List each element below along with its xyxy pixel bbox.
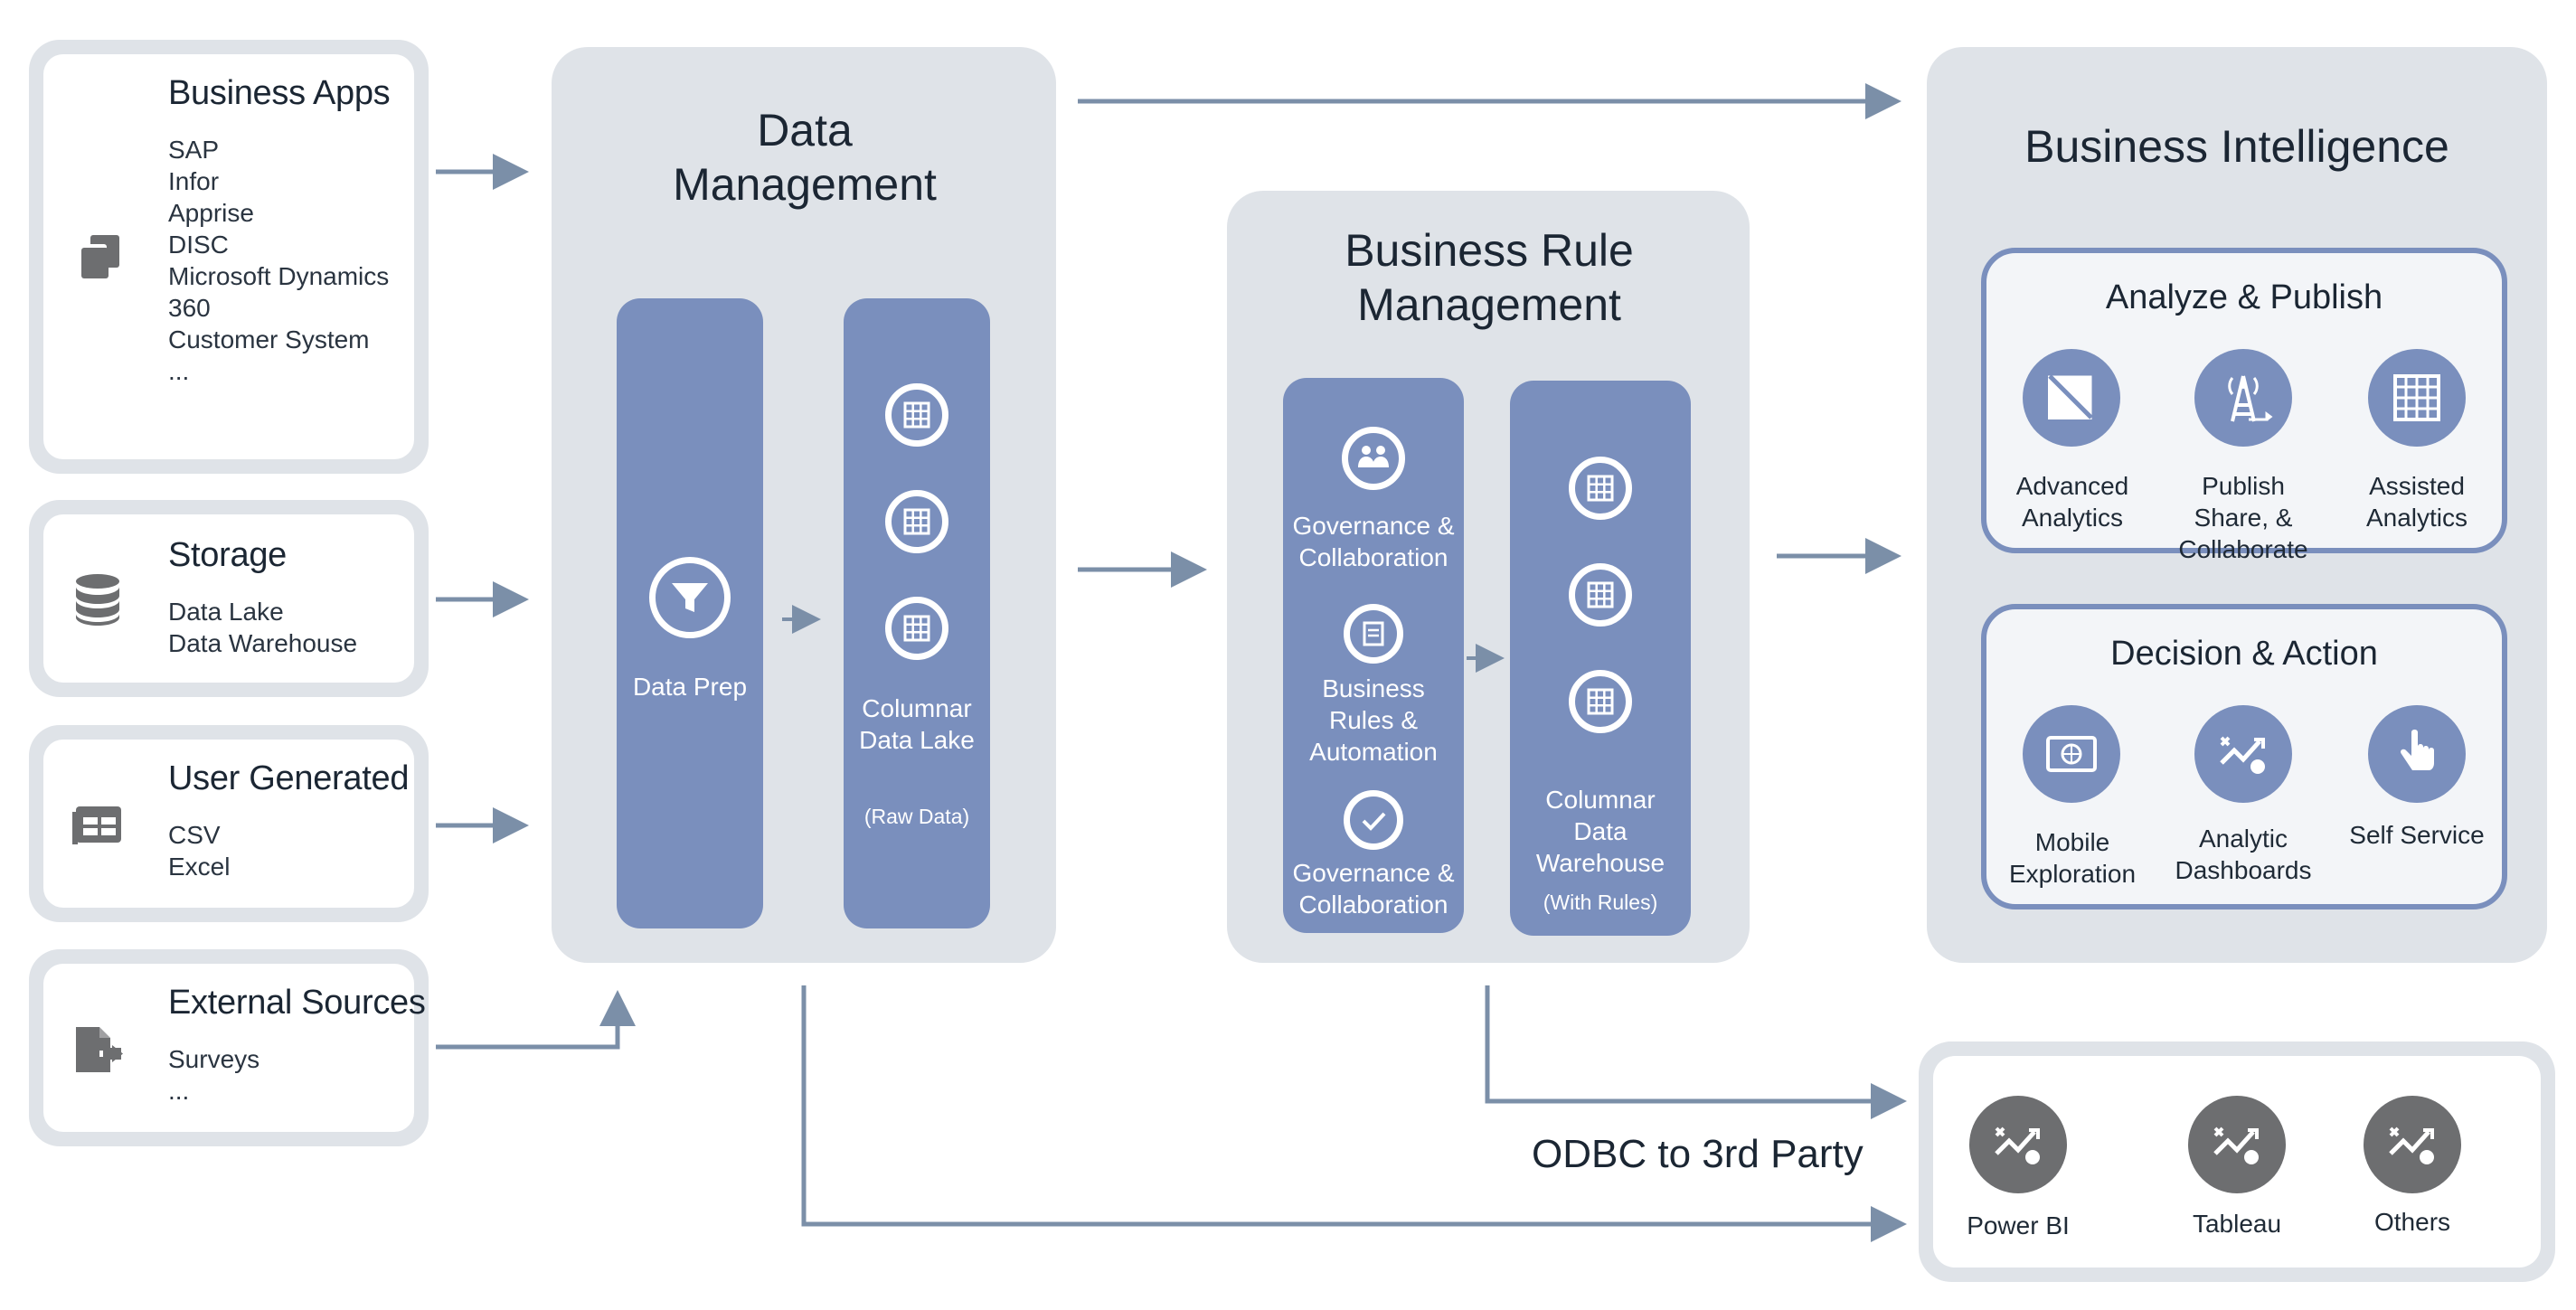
panel-title: Data Management [673, 105, 937, 210]
item-label: Others [2373, 1208, 2451, 1236]
tableau-icon [2188, 1096, 2286, 1193]
item-label: Tableau [2192, 1210, 2282, 1238]
list-item: Excel [168, 853, 231, 881]
list-item: CSV [168, 821, 221, 849]
funnel-icon [649, 557, 731, 638]
source-list: CSV Excel [168, 819, 230, 882]
source-card-external-sources: External Sources Surveys ... [29, 949, 429, 1146]
columnar-data-lake-column: Columnar Data Lake (Raw Data) [844, 298, 990, 928]
source-title: Business Apps [168, 74, 391, 112]
grid-icon [1569, 670, 1632, 733]
source-list: Data Lake Data Warehouse [168, 596, 357, 659]
list-item: Customer System [168, 325, 370, 353]
columnar-data-warehouse-column: Columnar Data Warehouse (With Rules) [1510, 381, 1691, 936]
rules-column: Governance & Collaboration Business Rule… [1283, 378, 1464, 933]
item-label: Assisted Analytics [2365, 472, 2468, 532]
list-item: Data Lake [168, 598, 284, 626]
others-icon [2364, 1096, 2461, 1193]
item-label: Power BI [1967, 1211, 2070, 1239]
list-item: Surveys [168, 1045, 260, 1073]
list-item: Data Warehouse [168, 629, 358, 657]
arrow-external-sources [436, 990, 636, 1050]
source-title: Storage [168, 536, 287, 574]
source-list: Surveys ... [168, 1043, 259, 1107]
grid-icon [885, 597, 948, 660]
data-prep-label: Data Prep [632, 673, 748, 701]
list-item: ... [168, 1077, 190, 1105]
business-intelligence-panel: Business Intelligence Analyze & Publish … [1927, 47, 2547, 963]
list-item: ... [168, 357, 190, 385]
item-label: Self Service [2349, 821, 2485, 849]
advanced-analytics-icon [2023, 349, 2120, 447]
business-rule-management-panel: Business Rule Management Governance & Co… [1227, 191, 1750, 963]
document-icon [1344, 604, 1403, 664]
governance-label: Governance & Collaboration [1292, 512, 1455, 571]
panel-title: Business Intelligence [2024, 121, 2449, 172]
mobile-globe-icon [2023, 705, 2120, 803]
source-list: SAP Infor Apprise DISC Microsoft Dynamic… [168, 134, 389, 387]
list-item: Infor [168, 167, 220, 195]
source-title: External Sources [168, 984, 426, 1022]
spreadsheet-icon [2368, 349, 2466, 447]
item-label: Publish Share, & Collaborate [2178, 472, 2308, 563]
decision-action-box: Decision & Action Mobile Exploration Ana… [1981, 604, 2507, 909]
third-party-box: Power BI Tableau Others [1919, 1041, 2555, 1282]
database-icon [72, 572, 123, 631]
item-label: Advanced Analytics [2015, 472, 2129, 532]
list-item: SAP [168, 136, 220, 164]
columnar-data-lake-label: Columnar Data Lake [859, 694, 975, 754]
list-item: DISC [168, 231, 229, 259]
documents-icon [74, 231, 123, 285]
item-label: Mobile Exploration [2008, 828, 2137, 888]
list-item: Apprise [168, 199, 254, 227]
data-prep-column: Data Prep [617, 298, 763, 928]
list-item: Microsoft Dynamics [168, 262, 390, 290]
dashboard-chart-icon [2194, 705, 2292, 803]
box-title: Decision & Action [2110, 635, 2378, 673]
broadcast-tower-icon [2194, 349, 2292, 447]
table-icon [71, 803, 125, 853]
item-label: Analytic Dashboards [2175, 825, 2312, 884]
with-rules-note: (With Rules) [1543, 891, 1658, 914]
source-card-user-generated: User Generated CSV Excel [29, 725, 429, 922]
business-rules-label: Business Rules & Automation [1309, 674, 1438, 766]
list-item: 360 [168, 294, 211, 322]
governance-label: Governance & Collaboration [1292, 859, 1455, 919]
source-card-business-apps: Business Apps SAP Infor Apprise DISC Mic… [29, 40, 429, 474]
arrow-dm-to-third-party [801, 985, 1907, 1242]
source-title: User Generated [168, 759, 410, 797]
source-card-storage: Storage Data Lake Data Warehouse [29, 500, 429, 697]
grid-icon [885, 490, 948, 553]
arrow-brm-to-third-party [1485, 985, 1907, 1119]
panel-title: Business Rule Management [1345, 225, 1634, 330]
people-icon [1342, 427, 1405, 490]
raw-data-note: (Raw Data) [863, 805, 970, 828]
hand-pointer-icon [2368, 705, 2466, 803]
grid-icon [1569, 563, 1632, 627]
data-management-panel: Data Management Data Prep [552, 47, 1056, 963]
power-bi-icon [1969, 1096, 2067, 1193]
checkmark-icon [1344, 790, 1403, 850]
columnar-data-warehouse-label: Columnar Data Warehouse [1535, 786, 1665, 877]
box-title: Analyze & Publish [2105, 278, 2383, 316]
grid-icon [885, 383, 948, 447]
grid-icon [1569, 457, 1632, 520]
analyze-publish-box: Analyze & Publish Advanced Analytics Pub… [1981, 248, 2507, 563]
odbc-label: ODBC to 3rd Party [1532, 1132, 1864, 1176]
file-export-icon [72, 1023, 127, 1080]
